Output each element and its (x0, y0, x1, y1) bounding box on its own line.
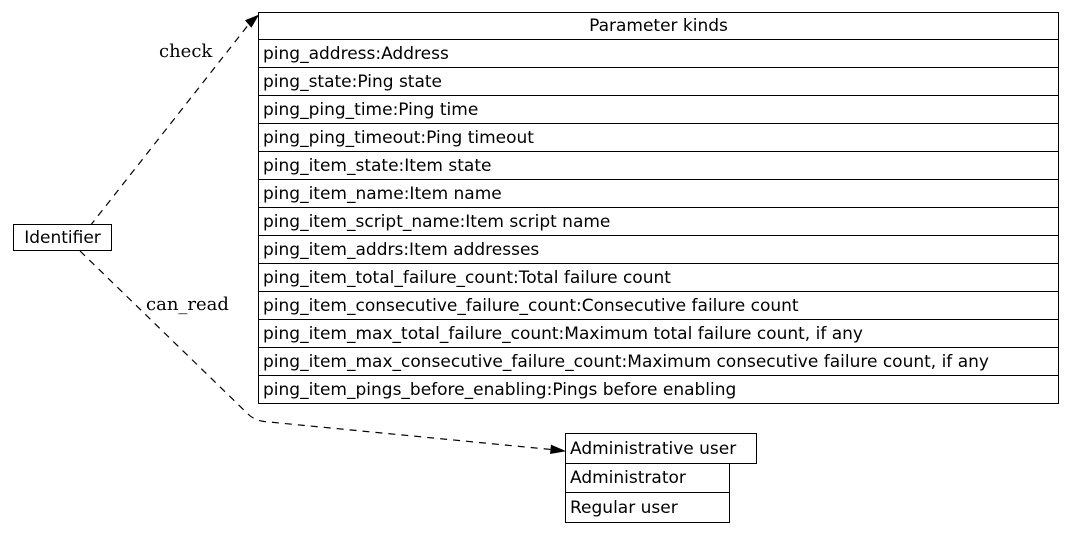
user-table-row: Administrator (565, 463, 730, 493)
parameter-row: ping_state:Ping state (259, 67, 1058, 95)
check-edge-label: check (159, 41, 213, 62)
identifier-label: Identifier (24, 227, 101, 248)
can-read-edge-line (79, 250, 552, 451)
parameter-row: ping_item_script_name:Item script name (259, 207, 1058, 235)
check-edge-line (89, 23, 250, 227)
can-read-edge-arrowhead (550, 444, 567, 455)
can-read-edge-label: can_read (146, 294, 229, 315)
parameter-row: ping_ping_timeout:Ping timeout (259, 123, 1058, 151)
parameter-row: ping_item_state:Item state (259, 151, 1058, 179)
parameter-row: ping_address:Address (259, 39, 1058, 67)
check-edge-arrowhead (244, 14, 260, 28)
identifier-node: Identifier (13, 224, 112, 251)
parameter-row: ping_item_consecutive_failure_count:Cons… (259, 291, 1058, 319)
parameter-row: ping_item_total_failure_count:Total fail… (259, 263, 1058, 291)
user-table-row: Regular user (565, 492, 730, 523)
parameter-row: ping_item_pings_before_enabling:Pings be… (259, 375, 1058, 403)
parameter-row: ping_item_max_total_failure_count:Maximu… (259, 319, 1058, 347)
parameter-kinds-table: Parameter kinds ping_address:Address pin… (258, 12, 1059, 404)
parameter-row: ping_item_addrs:Item addresses (259, 235, 1058, 263)
parameter-kinds-table-header: Parameter kinds (589, 16, 728, 36)
parameter-row: ping_item_name:Item name (259, 179, 1058, 207)
user-table-header: Administrative user (565, 433, 757, 464)
parameter-row: ping_item_max_consecutive_failure_count:… (259, 347, 1058, 375)
parameter-row: ping_ping_time:Ping time (259, 95, 1058, 123)
